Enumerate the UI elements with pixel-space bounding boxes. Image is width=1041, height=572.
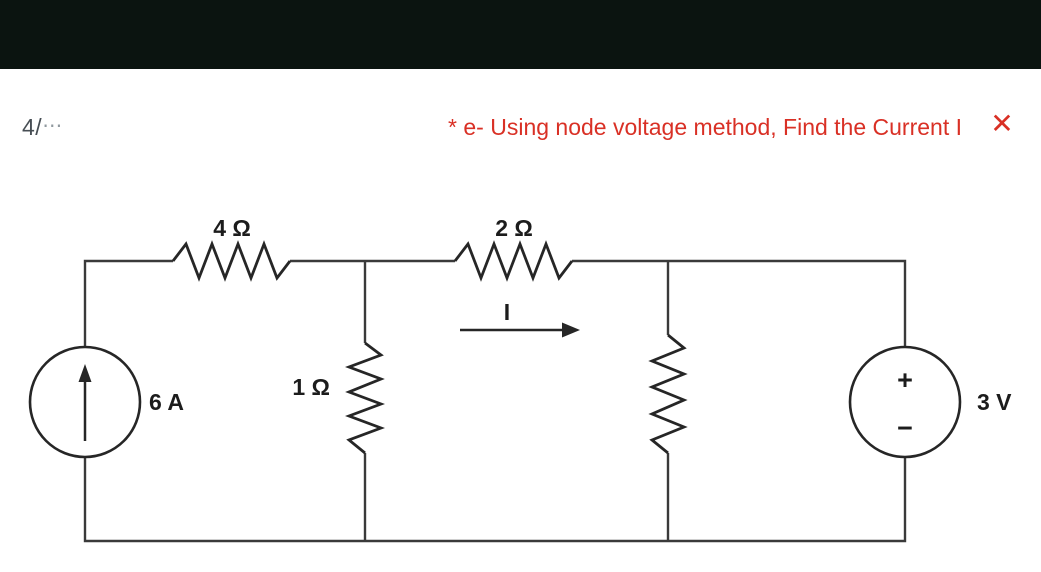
- voltage-source-minus-sign: −: [897, 413, 913, 443]
- resistor-top-right-zigzag: [453, 240, 574, 282]
- current-source: 6 A: [28, 345, 184, 459]
- resistor-top-left-zigzag: [171, 240, 292, 282]
- resistor-top-left: 4 Ω: [171, 215, 292, 282]
- resistor-middle: 1 Ω: [292, 341, 385, 455]
- page-number: 4/: [22, 114, 43, 140]
- top-bar: [0, 0, 1041, 69]
- wire-bottom: [83, 457, 907, 543]
- question-title: * e- Using node voltage method, Find the…: [448, 114, 962, 140]
- resistor-top-right-label: 2 Ω: [495, 215, 533, 241]
- current-source-label: 6 A: [149, 389, 184, 415]
- voltage-source-label: 3 V: [977, 389, 1012, 415]
- page-ellipsis-icon: ⋯: [42, 115, 64, 137]
- resistor-right: [648, 333, 688, 455]
- wire-top-left: [83, 259, 173, 348]
- current-source-arrowhead-icon: [78, 364, 92, 382]
- wire-top-right: [572, 259, 907, 348]
- current-arrow-label: I: [504, 299, 510, 325]
- page-indicator: 4/⋯: [22, 113, 63, 141]
- resistor-right-zigzag: [648, 333, 688, 455]
- current-direction-arrow: I: [460, 299, 580, 338]
- resistor-middle-zigzag: [345, 341, 385, 455]
- current-arrow-head-icon: [562, 322, 580, 338]
- resistor-top-left-label: 4 Ω: [213, 215, 251, 241]
- resistor-top-right: 2 Ω: [453, 215, 574, 282]
- circuit-wires: [83, 259, 907, 543]
- close-icon[interactable]: ✕: [990, 108, 1014, 139]
- resistor-middle-label: 1 Ω: [292, 374, 330, 400]
- voltage-source-circle: [848, 345, 962, 459]
- voltage-source: + − 3 V: [848, 345, 1012, 459]
- voltage-source-plus-sign: +: [897, 365, 913, 395]
